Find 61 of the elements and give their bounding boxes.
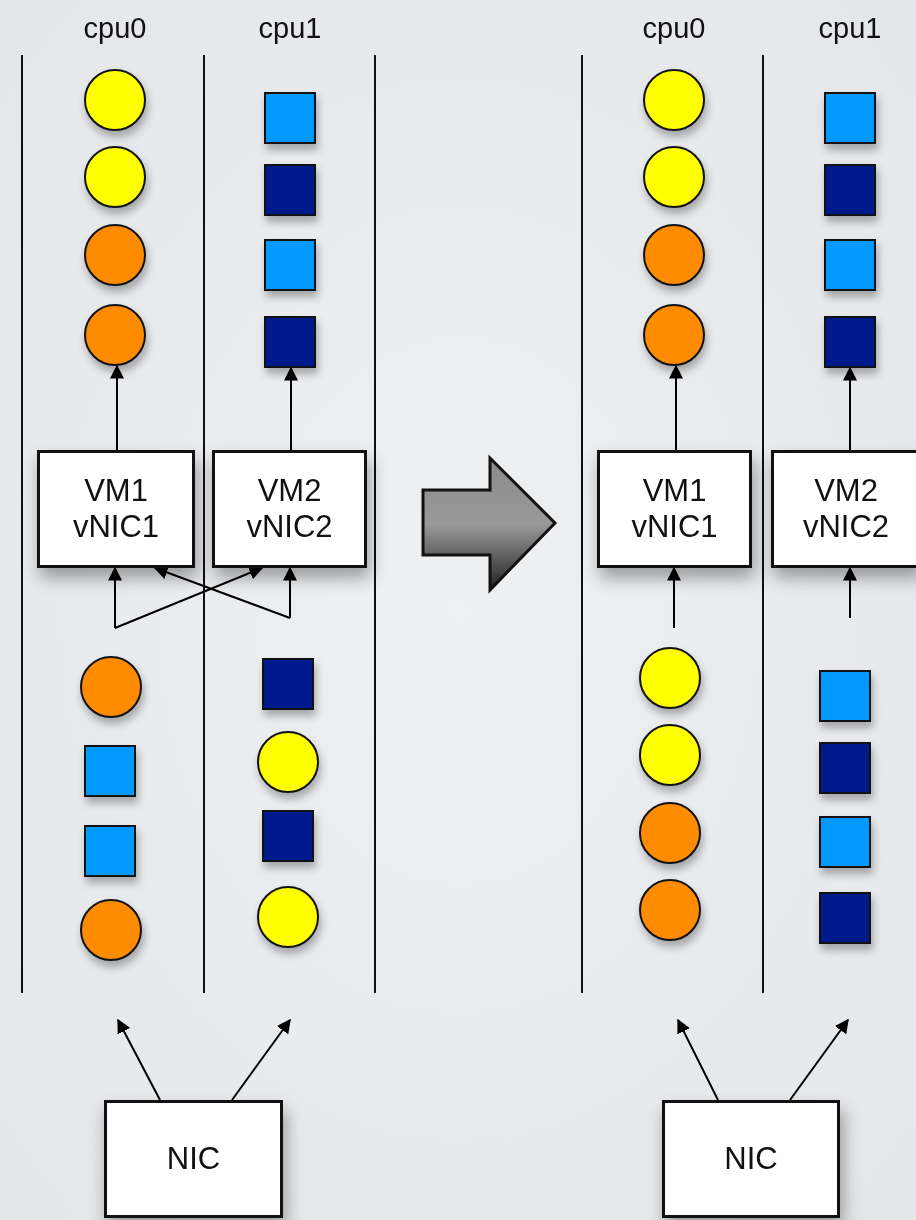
packet-circle bbox=[639, 802, 701, 864]
cpu-label: cpu1 bbox=[818, 12, 882, 45]
vm-box bbox=[597, 450, 752, 568]
packet-square bbox=[84, 745, 136, 797]
arrow bbox=[231, 1018, 291, 1101]
packet-square bbox=[262, 810, 314, 862]
packet-square bbox=[819, 816, 871, 868]
packet-circle bbox=[84, 304, 146, 366]
cpu-label: cpu0 bbox=[642, 12, 706, 45]
packet-circle bbox=[84, 224, 146, 286]
arrow bbox=[110, 364, 124, 451]
vm-box bbox=[771, 450, 916, 568]
packet-circle bbox=[639, 879, 701, 941]
packet-circle bbox=[84, 69, 146, 131]
arrow bbox=[677, 1018, 719, 1101]
packet-circle bbox=[257, 886, 319, 948]
box-label: VM1 vNIC1 bbox=[71, 473, 161, 545]
arrow bbox=[284, 366, 298, 451]
box-label: VM2 vNIC2 bbox=[245, 473, 334, 545]
nic-box bbox=[662, 1100, 840, 1218]
nic-box bbox=[104, 1100, 283, 1218]
vm-box bbox=[37, 450, 195, 568]
cpu-label: cpu1 bbox=[258, 12, 322, 45]
packet-square bbox=[819, 742, 871, 794]
packet-square bbox=[819, 892, 871, 944]
box-label: VM2 vNIC2 bbox=[801, 473, 891, 545]
arrow bbox=[789, 1018, 849, 1101]
packet-square bbox=[264, 316, 316, 368]
packet-circle bbox=[643, 69, 705, 131]
arrow bbox=[117, 1018, 161, 1101]
packet-circle bbox=[257, 731, 319, 793]
arrow bbox=[667, 566, 681, 629]
vm-box bbox=[212, 450, 367, 568]
packet-square bbox=[824, 239, 876, 291]
packet-square bbox=[824, 316, 876, 368]
box-label: NIC bbox=[166, 1141, 221, 1177]
arrow bbox=[114, 566, 264, 629]
packet-circle bbox=[643, 146, 705, 208]
packet-square bbox=[264, 164, 316, 216]
cpu-label: cpu0 bbox=[83, 12, 147, 45]
packet-square bbox=[262, 658, 314, 710]
packet-circle bbox=[80, 899, 142, 961]
arrow bbox=[669, 364, 683, 451]
packet-circle bbox=[643, 304, 705, 366]
packet-circle bbox=[84, 146, 146, 208]
arrow bbox=[283, 566, 297, 619]
packet-circle bbox=[639, 647, 701, 709]
box-label: VM1 vNIC1 bbox=[630, 473, 719, 545]
arrow bbox=[843, 366, 857, 451]
packet-circle bbox=[639, 724, 701, 786]
packet-circle bbox=[643, 224, 705, 286]
arrow bbox=[108, 566, 122, 629]
packet-square bbox=[84, 825, 136, 877]
packet-circle bbox=[80, 656, 142, 718]
packet-square bbox=[819, 670, 871, 722]
arrow bbox=[843, 566, 857, 619]
box-label: NIC bbox=[724, 1141, 778, 1177]
packet-square bbox=[824, 164, 876, 216]
packet-square bbox=[824, 92, 876, 144]
packet-square bbox=[264, 92, 316, 144]
packet-square bbox=[264, 239, 316, 291]
